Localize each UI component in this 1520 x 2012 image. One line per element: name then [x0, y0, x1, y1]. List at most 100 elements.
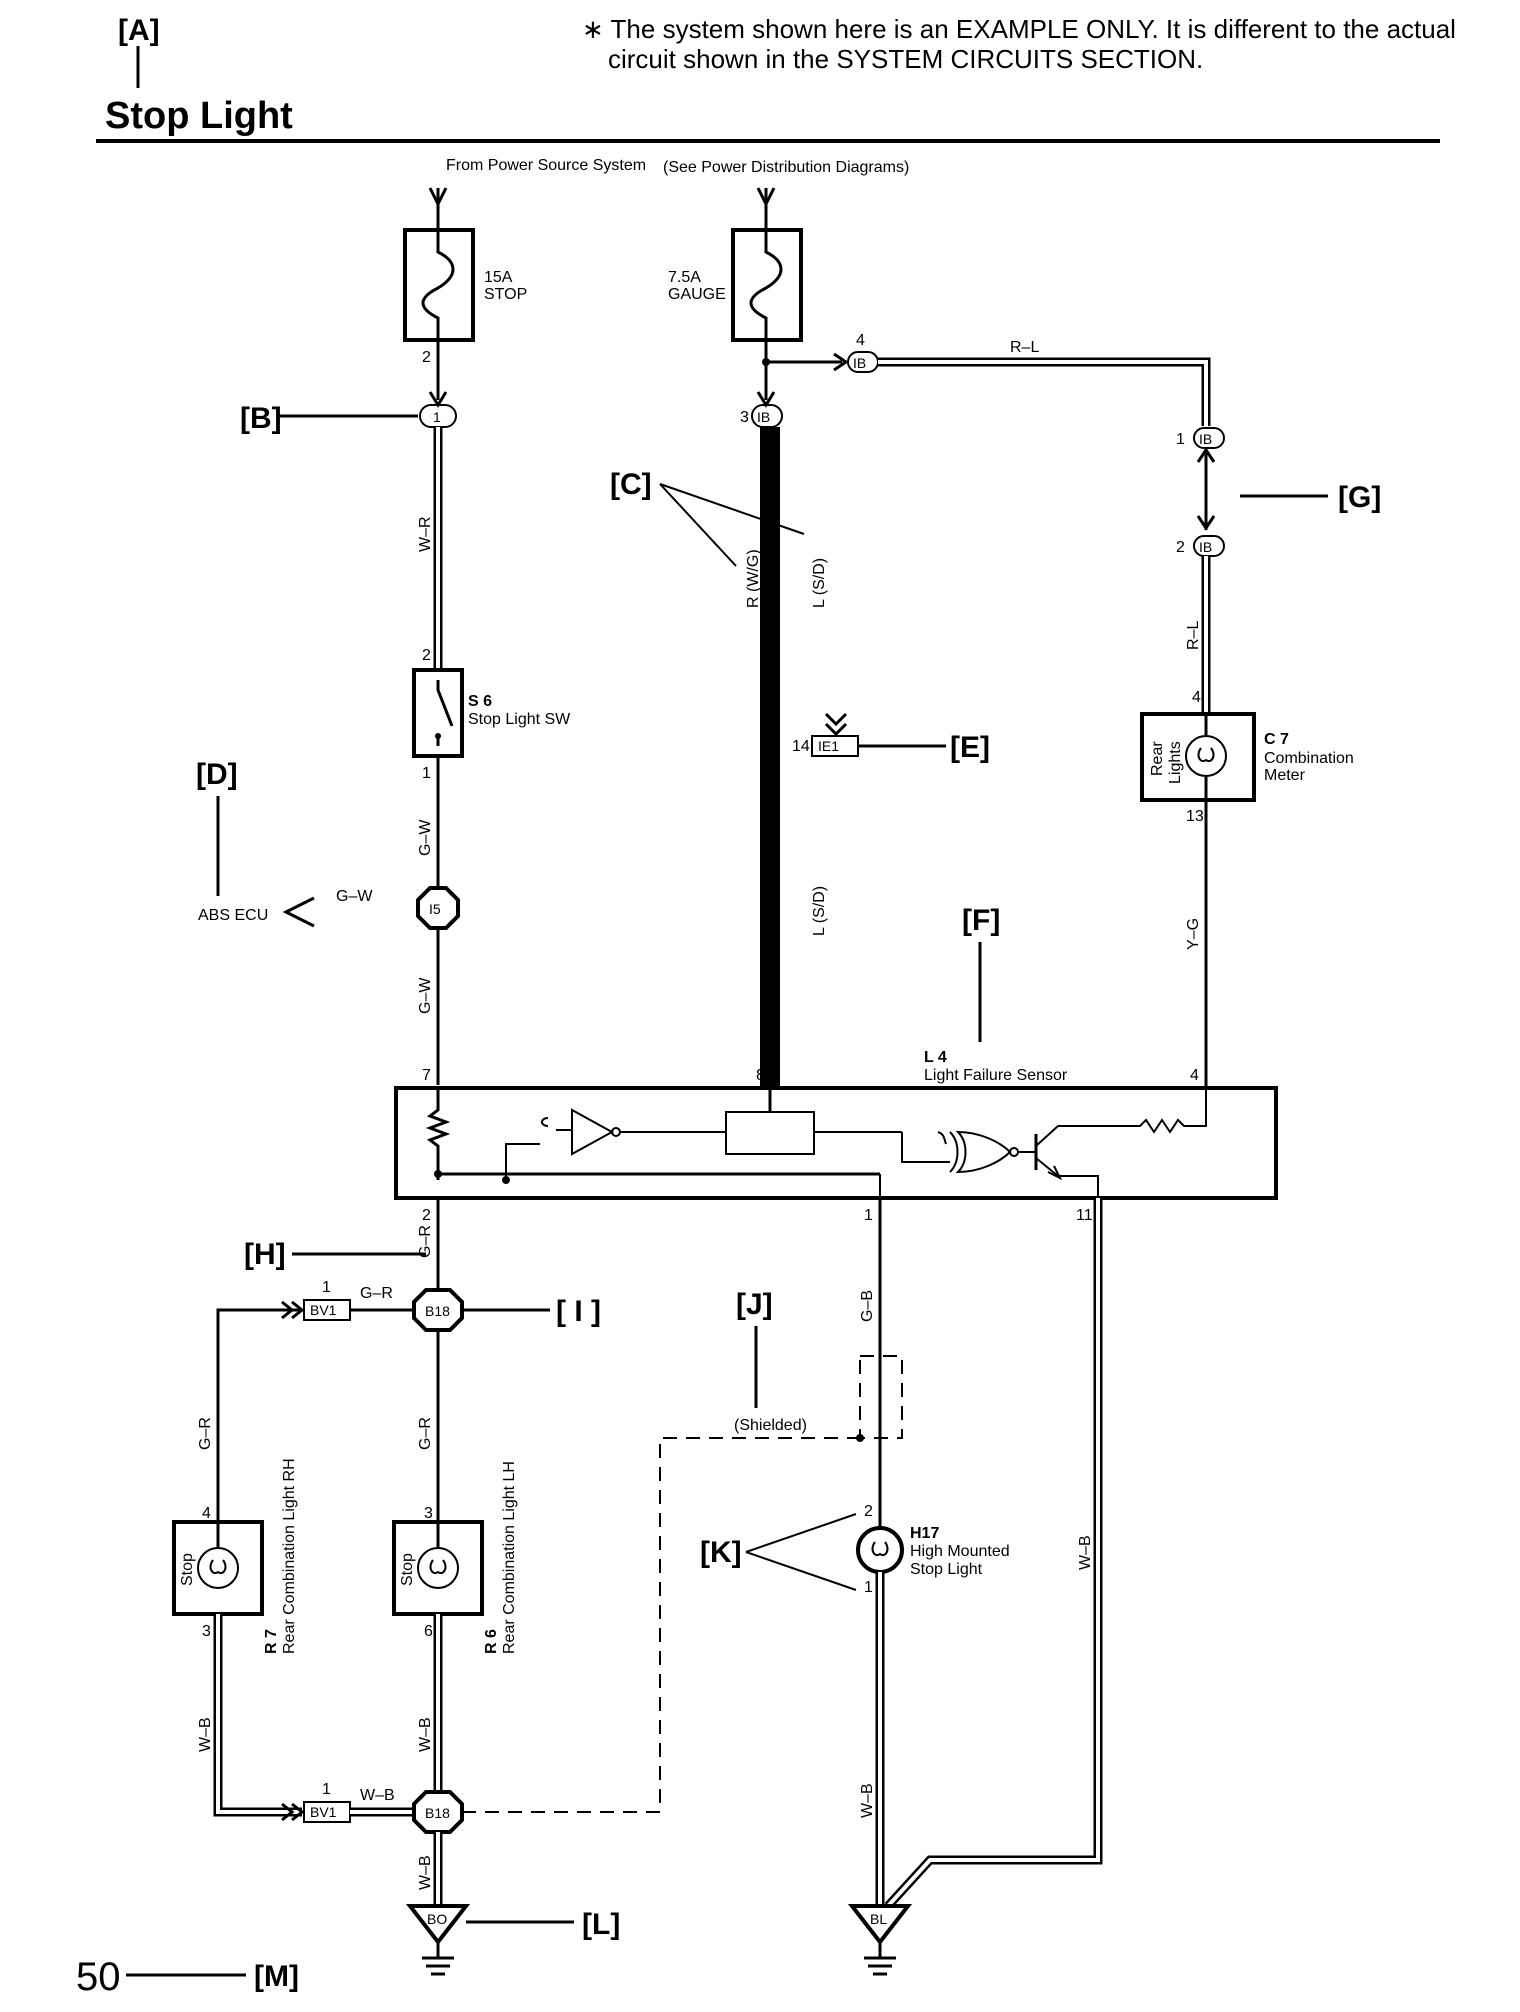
junction-i5 — [416, 886, 460, 930]
pin-label: 4 — [1190, 1067, 1199, 1084]
callout-k-leader — [745, 1551, 857, 1591]
wire-w-b-rh: W–B — [197, 1717, 214, 1752]
ground-icon — [422, 1956, 454, 1976]
wire-g-r-upper: G–R — [417, 1225, 434, 1258]
resistor-icon — [425, 1088, 451, 1180]
connector-arrow-icon — [282, 896, 315, 928]
arrow-icon — [1196, 447, 1216, 463]
wire-y-g: Y–G — [1185, 918, 1202, 950]
junction-b18-label: B18 — [425, 1303, 450, 1319]
pin-label: 1 — [1176, 431, 1185, 448]
power-arrow-icon — [428, 187, 448, 208]
stop-fuse-amp: 15A — [484, 269, 513, 286]
wire-w-b-ground: W–B — [417, 1855, 434, 1890]
stop-label-lh: Stop — [399, 1553, 416, 1586]
wire-g-r-bv1: G–R — [360, 1285, 393, 1302]
callout-e: [E] — [950, 731, 990, 764]
pin-label: 4 — [202, 1505, 211, 1522]
pin-label: 14 — [792, 738, 810, 755]
ground-bl-label: BL — [870, 1911, 887, 1927]
h17-name2: Stop Light — [910, 1561, 983, 1578]
r7-code: R 7 — [263, 1629, 280, 1654]
callout-m: [M] — [254, 1960, 299, 1993]
junction-b18-upper — [412, 1288, 464, 1332]
power-arrow-icon — [756, 187, 776, 208]
wire-g-w-upper: G–W — [417, 819, 434, 856]
wire-r-l: R–L — [1010, 339, 1039, 356]
h17-code: H17 — [910, 1525, 939, 1542]
fuse-icon — [749, 230, 783, 340]
connector-bv1-label: BV1 — [310, 1804, 337, 1820]
resistor-icon — [1058, 1088, 1207, 1134]
pin-label: 2 — [422, 349, 431, 366]
pin-label: 2 — [422, 1207, 431, 1224]
callout-g: [G] — [1338, 481, 1381, 514]
pin-label: 13 — [1186, 808, 1204, 825]
callout-b: [B] — [240, 402, 282, 435]
callout-k-leader — [745, 1513, 857, 1553]
arrow-icon — [1196, 515, 1216, 531]
wire-w-b-hm: W–B — [859, 1783, 876, 1818]
meter-inner-rear: Rear — [1149, 741, 1166, 776]
c7-name2: Meter — [1264, 767, 1306, 784]
wire-r-wg: R (W/G) — [745, 549, 762, 608]
pin-label: 6 — [424, 1623, 433, 1640]
connector-ib-label: IB — [853, 355, 866, 371]
junction-b18-lower — [412, 1790, 464, 1834]
callout-k: [K] — [700, 1536, 742, 1569]
junction-i5-label: I5 — [429, 901, 441, 917]
callout-i: [ I ] — [556, 1295, 601, 1328]
callout-c-leader — [659, 483, 805, 535]
callout-c: [C] — [610, 468, 652, 501]
connector-arrow-icon — [281, 1802, 305, 1822]
high-mounted-stop-light — [856, 1526, 904, 1574]
junction-b18-label: B18 — [425, 1805, 450, 1821]
pin-label: 1 — [322, 1279, 331, 1296]
l4-name: Light Failure Sensor — [924, 1067, 1068, 1084]
arrow-icon — [833, 352, 849, 372]
c7-name1: Combination — [1264, 750, 1354, 767]
pin-label: 3 — [740, 409, 749, 426]
callout-j: [J] — [736, 1288, 773, 1321]
shielded-label: (Shielded) — [734, 1417, 807, 1434]
wire-w-r: W–R — [417, 516, 434, 552]
fuse-icon — [421, 230, 455, 340]
gauge-fuse-amp: 7.5A — [668, 269, 701, 286]
junction-1-label: 1 — [433, 409, 441, 425]
wire-w-b-pin11: W–B — [1077, 1535, 1094, 1570]
c7-code: C 7 — [1264, 731, 1289, 748]
h17-name1: High Mounted — [910, 1543, 1010, 1560]
wire-g-w-lower: G–W — [417, 977, 434, 1014]
ground-bo — [405, 1904, 471, 1946]
stop-fuse-name: STOP — [484, 286, 527, 303]
ground-bo-label: BO — [427, 1911, 447, 1927]
pin-label: 1 — [422, 765, 431, 782]
pin-label: 1 — [864, 1579, 873, 1596]
pin-label: 2 — [1176, 539, 1185, 556]
pin-label: 1 — [322, 1781, 331, 1798]
meter-inner-lights: Lights — [1167, 741, 1184, 784]
connector-bv1-label: BV1 — [310, 1302, 337, 1318]
l4-code: L 4 — [924, 1049, 947, 1066]
connector-ib-top — [1193, 427, 1225, 449]
wire-w-b-bv1: W–B — [360, 1787, 395, 1804]
abs-ecu-label: ABS ECU — [198, 907, 268, 924]
pin-label: 4 — [1192, 689, 1201, 706]
example-note-line2: circuit shown in the SYSTEM CIRCUITS SEC… — [608, 44, 1203, 74]
s6-code: S 6 — [468, 693, 492, 710]
s6-name: Stop Light SW — [468, 711, 571, 728]
wire-l-sd: L (S/D) — [811, 558, 828, 608]
gauge-fuse-name: GAUGE — [668, 286, 726, 303]
shield-outline — [859, 1355, 903, 1439]
wire-g-r-rh: G–R — [197, 1417, 214, 1450]
pin-label: 11 — [1076, 1207, 1093, 1224]
amplifier-icon — [571, 1108, 615, 1156]
page-number: 50 — [76, 1955, 121, 1999]
stop-label-rh: Stop — [179, 1553, 196, 1586]
connector-arrow-icon — [824, 712, 848, 737]
callout-a: [A] — [118, 14, 160, 47]
ground-icon — [864, 1956, 896, 1976]
connector-ie1-label: IE1 — [818, 738, 839, 754]
connector-ib-label: IB — [1199, 539, 1212, 555]
